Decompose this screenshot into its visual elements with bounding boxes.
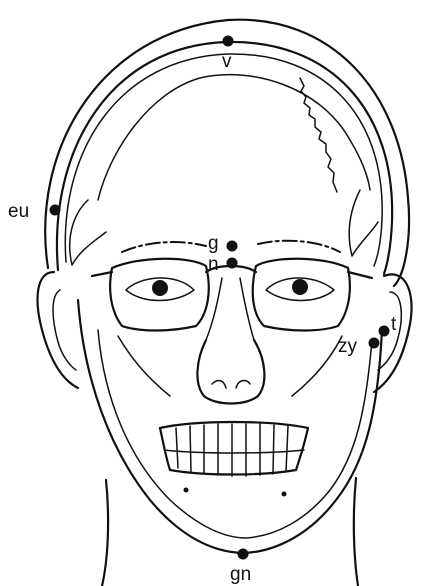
- nose-nostril-left: [212, 381, 226, 388]
- teeth: [160, 422, 308, 476]
- landmark-eu: eu: [8, 201, 61, 222]
- landmark-gn-point: [238, 549, 249, 560]
- landmark-g-point: [227, 241, 238, 252]
- neck-right: [354, 478, 358, 586]
- landmark-v-label: v: [222, 51, 232, 72]
- nose-nostril-right: [236, 381, 250, 388]
- ear-left-inner: [53, 290, 76, 370]
- temporal-line-left: [70, 200, 106, 265]
- landmark-zy: zy: [338, 336, 380, 357]
- head-drawing: [38, 20, 412, 586]
- landmark-eu-label: eu: [8, 201, 29, 222]
- landmark-t-label: t: [391, 314, 397, 335]
- pupil-left: [152, 280, 168, 296]
- landmark-n-label: n: [208, 254, 219, 275]
- landmark-n-point: [227, 258, 238, 269]
- glasses-temple-left: [92, 272, 112, 276]
- landmark-gn: gn: [230, 549, 251, 586]
- neck-left: [102, 480, 108, 586]
- landmark-g: g: [208, 233, 238, 254]
- landmark-v-point: [223, 36, 234, 47]
- temporal-line-right: [349, 190, 378, 256]
- brow-left: [122, 242, 206, 252]
- ear-left: [38, 272, 78, 388]
- landmark-zy-label: zy: [338, 336, 358, 357]
- landmark-gn-label: gn: [230, 564, 251, 585]
- landmark-g-label: g: [208, 233, 219, 254]
- landmark-t-point: [379, 326, 390, 337]
- cheek-line-left: [118, 336, 170, 396]
- nose-outline: [197, 340, 264, 404]
- chin-dot-left: [184, 488, 189, 493]
- chin-dot-right: [282, 492, 287, 497]
- cheek-line-right: [292, 336, 342, 396]
- brow-right: [258, 241, 340, 252]
- glasses-temple-right: [348, 272, 372, 278]
- landmark-zy-point: [369, 338, 380, 349]
- landmark-t: t: [379, 314, 398, 337]
- face-contour: [78, 300, 382, 553]
- pupil-right: [292, 279, 308, 295]
- landmark-eu-point: [50, 205, 61, 216]
- hairline: [98, 75, 370, 200]
- landmark-n: n: [208, 254, 238, 275]
